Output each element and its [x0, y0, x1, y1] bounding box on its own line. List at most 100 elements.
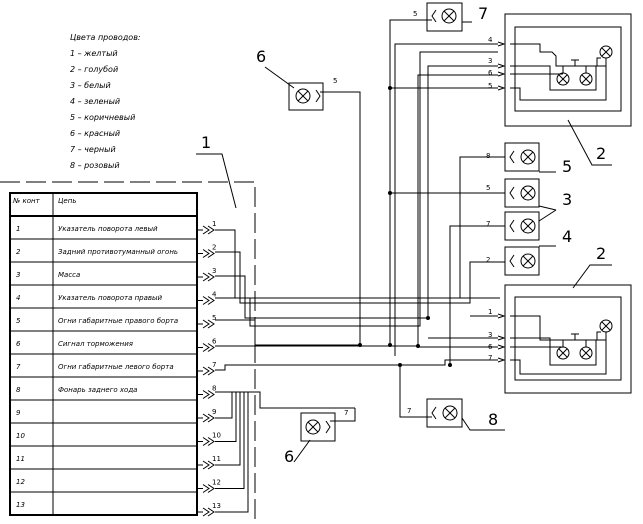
legend-title: Цвета проводов: — [70, 33, 141, 42]
junction-dot — [358, 343, 362, 347]
pin-wire — [215, 391, 260, 419]
pin-chevron — [207, 460, 215, 470]
wire-label: 5 — [333, 77, 337, 85]
table-cell-circuit: Указатель поворота правый — [58, 294, 163, 302]
wire-label: 6 — [488, 69, 493, 77]
pin-chevron — [202, 413, 210, 423]
table-cell-contact: 2 — [16, 248, 21, 256]
junction-dot — [388, 343, 392, 347]
table-cell-circuit: Указатель поворота левый — [58, 225, 158, 233]
connector-outline — [0, 181, 256, 524]
wire-label: 7 — [488, 354, 492, 362]
table-cell-contact: 1 — [16, 225, 20, 233]
table-cell-contact: 7 — [16, 363, 21, 371]
callout-label-8: 8 — [488, 410, 498, 429]
callout-1: 1 — [196, 133, 237, 209]
pin-chevron — [202, 225, 210, 235]
lamp-2-right: 2 4 — [486, 227, 572, 276]
pin-number: 1 — [212, 220, 216, 228]
table-cell-contact: 6 — [16, 340, 21, 348]
pin-number: 7 — [212, 361, 216, 369]
table-cell-contact: 10 — [16, 432, 25, 440]
pin-number: 5 — [212, 314, 216, 322]
table-cell-circuit: Масса — [58, 271, 80, 279]
table-cell-circuit: Сигнал торможения — [58, 340, 133, 348]
pin-chevron — [202, 249, 210, 258]
rear-light-unit-top: 4 3 6 5 2 — [488, 13, 632, 166]
table-cell-circuit: Задний противотуманный огонь — [58, 248, 178, 256]
table-cell-contact: 5 — [16, 317, 21, 325]
lamp-6-bottom: 7 6 — [284, 408, 356, 466]
pin-chevron — [207, 296, 215, 305]
pin-wire — [215, 391, 260, 513]
pin-chevron — [207, 343, 215, 352]
wire-label: 7 — [344, 409, 348, 417]
wire-color-legend: Цвета проводов: 1 – желтый 2 – голубой 3… — [70, 33, 141, 170]
junction-dot — [388, 191, 392, 195]
pin-chevron — [207, 437, 215, 446]
pin-chevron — [207, 507, 215, 517]
pin-number: 8 — [212, 385, 216, 393]
wire-label: 1 — [488, 308, 492, 316]
table-cell-contact: 9 — [16, 409, 21, 417]
legend-item: 2 – голубой — [70, 65, 118, 74]
wiring-harness — [215, 19, 505, 409]
pin-chevron — [207, 225, 215, 235]
table-cell-circuit: Огни габаритные левого борта — [58, 363, 174, 371]
pin-number: 6 — [212, 338, 217, 346]
wire-label: 5 — [413, 10, 417, 18]
callout-label-2-bottom: 2 — [596, 244, 606, 263]
table-cell-contact: 13 — [16, 501, 25, 509]
pin-chevron — [207, 413, 215, 423]
rear-light-unit-bottom: 1 3 6 7 2 — [488, 244, 632, 394]
wire-label: 5 — [486, 184, 490, 192]
callout-label-7: 7 — [478, 4, 488, 23]
legend-item: 1 – желтый — [70, 49, 118, 58]
pin-chevron — [202, 366, 210, 376]
lamp-7-right: 7 3 — [486, 190, 572, 241]
callout-label-6-bottom: 6 — [284, 447, 294, 466]
pin-chevron — [202, 296, 210, 305]
legend-item: 3 – белый — [70, 81, 111, 90]
pin-chevron — [207, 319, 215, 329]
legend-item: 4 – зеленый — [70, 97, 120, 106]
pin-wire — [215, 391, 260, 466]
callout-label-1: 1 — [201, 133, 211, 152]
junction-dot — [388, 86, 392, 90]
pin-chevron — [202, 437, 210, 446]
wire-label: 4 — [488, 36, 493, 44]
pin-number: 4 — [212, 291, 217, 299]
legend-item: 6 – красный — [70, 129, 120, 138]
table-cell-contact: 4 — [16, 294, 20, 302]
lamp-7-top: 5 7 — [407, 2, 488, 32]
lamp-6-top: 5 6 — [256, 47, 361, 345]
pin-chevron — [202, 343, 210, 352]
wire-label: 8 — [486, 152, 490, 160]
pin-number: 3 — [212, 267, 216, 275]
pin-wire — [215, 391, 260, 489]
callout-label-2-top: 2 — [596, 144, 606, 163]
pin-chevron — [202, 272, 210, 282]
legend-item: 8 – розовый — [70, 161, 120, 170]
callout-label-5: 5 — [562, 157, 572, 176]
pin-chevron — [207, 366, 215, 376]
junction-dot — [426, 316, 430, 320]
wire-label: 2 — [486, 256, 490, 264]
pin-chevron — [202, 484, 210, 493]
table-cell-contact: 8 — [16, 386, 21, 394]
pin-number: 12 — [212, 479, 221, 487]
wire-label: 7 — [407, 407, 411, 415]
wire-label: 5 — [488, 82, 492, 90]
junction-dot — [398, 363, 402, 367]
table-cell-circuit: Огни габаритные правого борта — [58, 317, 178, 325]
lamp-8-bottom: 7 8 — [399, 365, 505, 431]
callout-label-3: 3 — [562, 190, 572, 209]
pin-chevron — [202, 460, 210, 470]
table-cell-contact: 3 — [16, 271, 20, 279]
wire-label: 3 — [488, 57, 492, 65]
pin-number: 10 — [212, 432, 221, 440]
pin-chevron — [207, 249, 215, 258]
